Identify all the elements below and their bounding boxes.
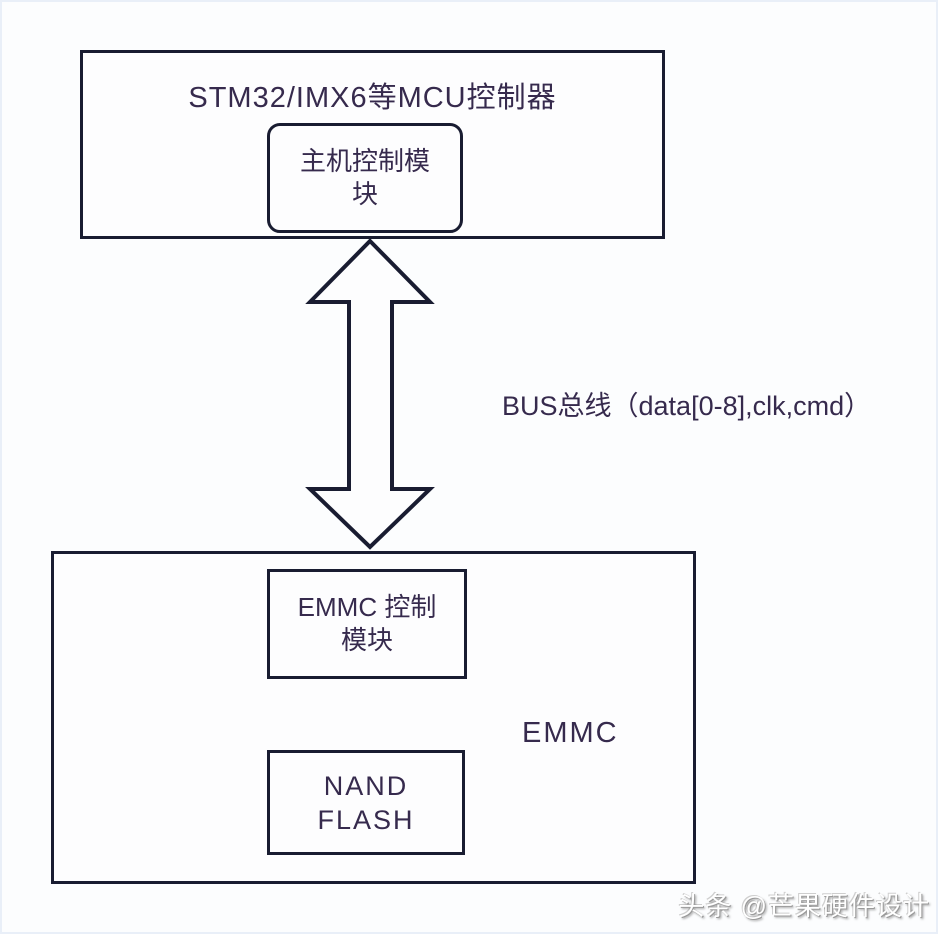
host-control-module-line2: 块 [351,179,378,209]
emmc-chip-box: EMMC 控制 模块 NAND FLASH EMMC [51,551,696,884]
bus-label: BUS总线（data[0-8],clk,cmd） [502,391,872,421]
mcu-box-title: STM32/IMX6等MCU控制器 [188,82,557,114]
host-control-module-box: 主机控制模 块 [267,123,463,233]
emmc-chip-label: EMMC [522,717,619,749]
watermark-text: 头条 @芒果硬件设计 [678,891,930,921]
nand-flash-line1: NAND [323,770,409,801]
nand-flash-line2: FLASH [317,804,415,835]
bus-double-arrow-icon [305,238,435,550]
emmc-controller-module-label: EMMC 控制 模块 [298,591,437,657]
nand-flash-label: NAND FLASH [317,769,414,837]
emmc-controller-module-box: EMMC 控制 模块 [267,569,467,679]
emmc-controller-line2: 模块 [340,625,393,655]
emmc-controller-line1: EMMC 控制 [297,592,437,622]
mcu-controller-box: STM32/IMX6等MCU控制器 主机控制模 块 [80,50,665,239]
host-control-module-label: 主机控制模 块 [300,145,430,211]
host-control-module-line1: 主机控制模 [299,146,430,176]
nand-flash-box: NAND FLASH [267,750,465,855]
